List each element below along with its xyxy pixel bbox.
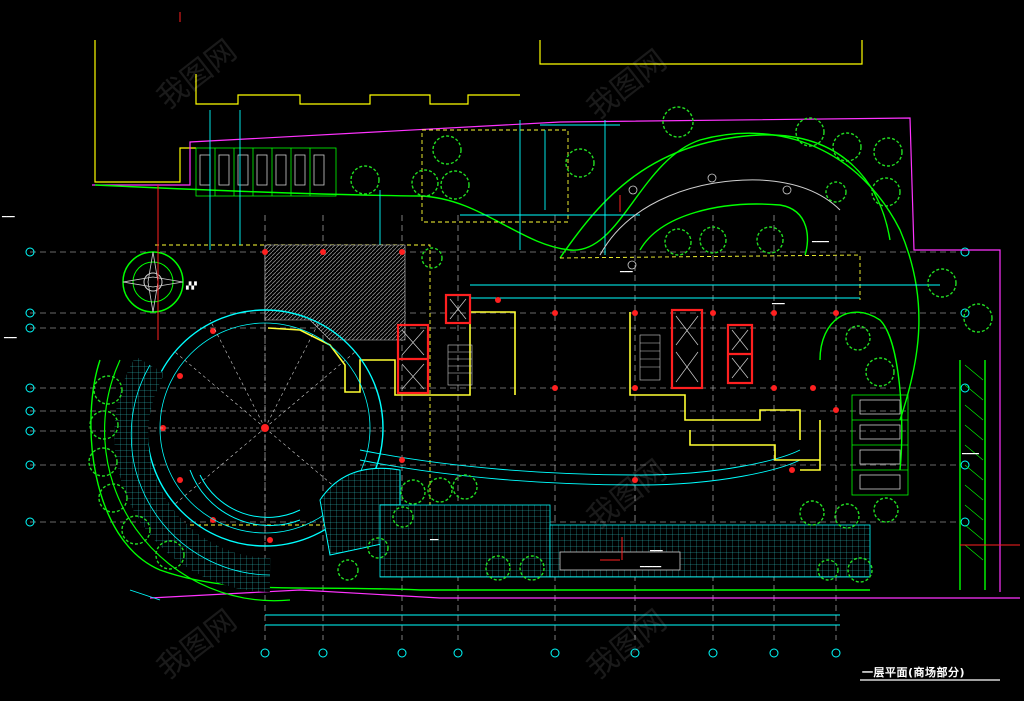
neighbor-buildings (94, 40, 863, 183)
entrance-steps (319, 467, 871, 578)
circular-atrium (104, 309, 384, 602)
compass-rose-icon (122, 251, 184, 313)
annotation-mark: ━━━ (772, 300, 785, 308)
tree-icon (88, 106, 993, 583)
section-marks (157, 12, 1020, 561)
annotation-mark: ━━━━━ (640, 563, 662, 571)
grid-bubbles (25, 247, 970, 658)
annotation-mark: ━━ (430, 536, 439, 544)
core-crosses (401, 298, 749, 390)
drawing-title: 一层平面(商场部分) (862, 666, 966, 679)
site-boundary (92, 117, 1020, 599)
annotation-mark: ━━━ (620, 268, 633, 276)
planting-strip (964, 364, 984, 561)
annotation-mark: ━━━━ (962, 450, 979, 458)
annotation-mark: ▞▞ (186, 282, 197, 290)
annotation-mark: ━━━ (4, 334, 17, 342)
columns (160, 249, 839, 543)
stair-treads (447, 334, 661, 386)
walls (267, 311, 821, 471)
dropoff-arc (599, 179, 841, 256)
annotation-mark: ━━━━ (812, 238, 829, 246)
annotation-mark: ━━━ (650, 547, 663, 555)
annotation-mark: ━━━ (2, 213, 15, 221)
parking-right (851, 394, 909, 496)
cores (396, 293, 754, 395)
structure-lines (129, 110, 940, 626)
